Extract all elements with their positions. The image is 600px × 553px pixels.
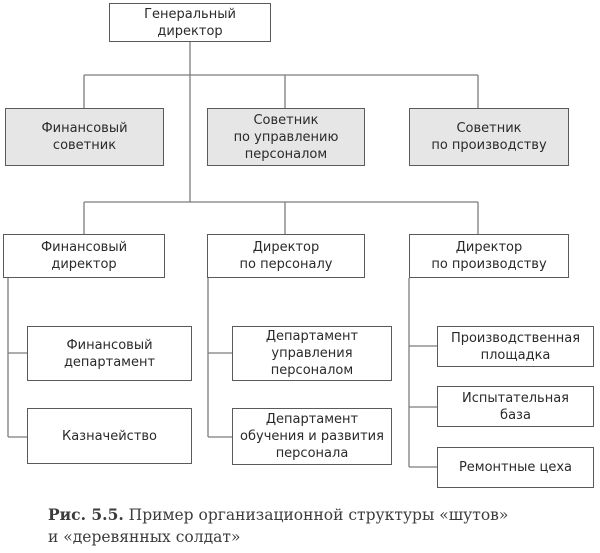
repair-shops-label: Ремонтные цеха (458, 460, 573, 475)
production-director-label: Директор по производству (431, 240, 547, 272)
production-site-box: Производственная площадка (437, 326, 594, 367)
ceo-box: Генеральный директор (109, 3, 271, 42)
ceo-label: Генеральный директор (144, 6, 236, 39)
figure-number: Рис. 5.5. (48, 505, 124, 524)
treasury-label: Казначейство (61, 428, 158, 444)
hr-management-department-label: Департамент управления персоналом (265, 329, 359, 378)
treasury-box: Казначейство (27, 408, 192, 464)
financial-director-label: Финансовый директор (40, 240, 128, 272)
financial-advisor-box: Финансовый советник (5, 108, 164, 166)
hr-director-label: Директор по персоналу (239, 240, 333, 272)
hr-director-box: Директор по персоналу (207, 234, 365, 278)
figure-caption-text: Пример организационной структуры «шутов»… (48, 506, 509, 546)
hr-training-department-label: Департамент обучения и развития персонал… (240, 412, 384, 461)
test-base-box: Испытательная база (437, 386, 594, 427)
production-director-box: Директор по производству (409, 234, 569, 278)
production-advisor-label: Советник по производству (431, 121, 547, 153)
hr-training-department-box: Департамент обучения и развития персонал… (232, 408, 392, 465)
figure-caption: Рис. 5.5. Пример организационной структу… (48, 504, 588, 548)
production-advisor-box: Советник по производству (409, 108, 569, 166)
production-site-label: Производственная площадка (450, 330, 581, 363)
test-base-label: Испытательная база (461, 390, 569, 423)
financial-advisor-label: Финансовый советник (41, 121, 128, 153)
hr-advisor-label: Советник по управлению персоналом (233, 112, 339, 162)
financial-director-box: Финансовый директор (3, 234, 165, 278)
financial-department-label: Финансовый департамент (63, 337, 156, 370)
financial-department-box: Финансовый департамент (27, 326, 192, 381)
hr-management-department-box: Департамент управления персоналом (232, 326, 392, 381)
hr-advisor-box: Советник по управлению персоналом (207, 108, 365, 166)
repair-shops-box: Ремонтные цеха (437, 447, 594, 488)
